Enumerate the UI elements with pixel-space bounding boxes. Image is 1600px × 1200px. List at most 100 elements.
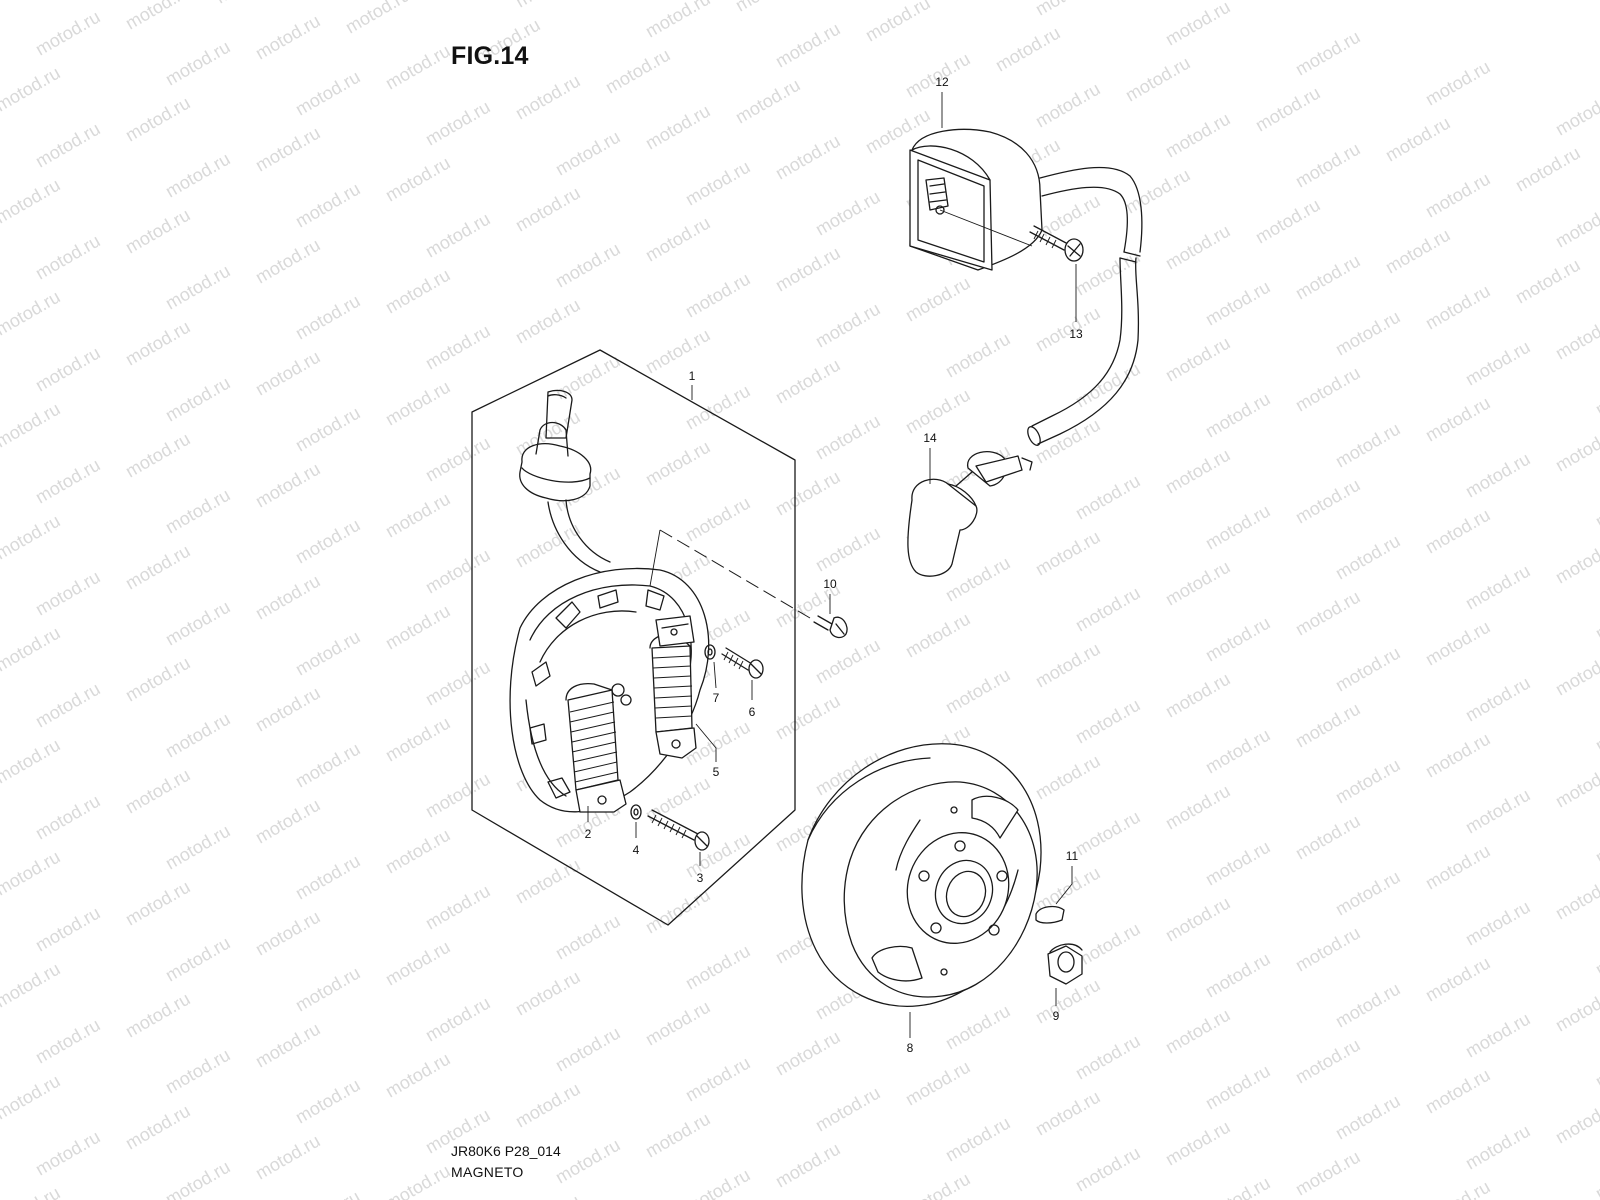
watermark-text: motod.ru (422, 881, 494, 934)
watermark-text: motod.ru (1032, 303, 1104, 356)
watermark-text: motod.ru (682, 381, 754, 434)
watermark-text: motod.ru (642, 773, 714, 826)
watermark-text: motod.ru (0, 735, 64, 788)
figure-code: JR80K6 P28_014 (451, 1143, 561, 1159)
watermark-text: motod.ru (0, 175, 64, 228)
watermark-text: motod.ru (162, 149, 234, 202)
watermark-text: motod.ru (122, 317, 194, 370)
watermark-text: motod.ru (292, 291, 364, 344)
watermark-text: motod.ru (32, 903, 104, 956)
watermark-text: motod.ru (1512, 143, 1584, 196)
watermark-text: motod.ru (162, 933, 234, 986)
watermark-text: motod.ru (1462, 337, 1534, 390)
watermark-text: motod.ru (252, 571, 324, 624)
watermark-text: motod.ru (252, 1131, 324, 1184)
watermark-text: motod.ru (1162, 1005, 1234, 1058)
watermark-text: motod.ru (422, 993, 494, 1046)
watermark-text: motod.ru (1032, 527, 1104, 580)
watermark-text: motod.ru (0, 287, 64, 340)
watermark-text: motod.ru (642, 213, 714, 266)
watermark-text: motod.ru (1422, 281, 1494, 334)
watermark-text: motod.ru (602, 45, 674, 98)
watermark-text: motod.ru (382, 713, 454, 766)
key-11 (1035, 866, 1073, 924)
watermark-text: motod.ru (1202, 1061, 1274, 1114)
watermark-text: motod.ru (1552, 423, 1600, 476)
watermark-text: motod.ru (1592, 479, 1600, 532)
watermark-text: motod.ru (1162, 893, 1234, 946)
watermark-text: motod.ru (642, 325, 714, 378)
watermark-text: motod.ru (32, 455, 104, 508)
watermark-text: motod.ru (1422, 1065, 1494, 1118)
watermark-text: motod.ru (422, 209, 494, 262)
flywheel-rotor (801, 743, 1042, 1038)
watermark-text: motod.ru (1422, 57, 1494, 110)
watermark-text: motod.ru (252, 459, 324, 512)
watermark-text: motod.ru (0, 399, 64, 452)
watermark-text: motod.ru (1072, 807, 1144, 860)
watermark-text: motod.ru (1292, 139, 1364, 192)
watermark-text: motod.ru (682, 493, 754, 546)
watermark-text: motod.ru (1422, 841, 1494, 894)
watermark-text: motod.ru (162, 821, 234, 874)
watermark-text: motod.ru (1462, 1121, 1534, 1174)
watermark-text: motod.ru (942, 329, 1014, 382)
figure-title: FIG.14 (451, 42, 529, 70)
watermark-text: motod.ru (1592, 927, 1600, 980)
watermark-text: motod.ru (902, 1169, 974, 1200)
watermark-text: motod.ru (1552, 87, 1600, 140)
watermark-text: motod.ru (512, 295, 584, 348)
watermark-text: motod.ru (1592, 815, 1600, 868)
watermark-text: motod.ru (252, 347, 324, 400)
watermark-text: motod.ru (32, 1127, 104, 1180)
watermark-text: motod.ru (162, 1045, 234, 1098)
watermark-text: motod.ru (1512, 255, 1584, 308)
watermark-text: motod.ru (1292, 1035, 1364, 1088)
watermark-text: motod.ru (292, 627, 364, 680)
watermark-text: motod.ru (1552, 759, 1600, 812)
watermark-text: motod.ru (0, 1183, 64, 1200)
callout-9: 9 (1053, 1009, 1060, 1023)
callout-5: 5 (713, 765, 720, 779)
watermark-text: motod.ru (1202, 837, 1274, 890)
watermark-text: motod.ru (1202, 613, 1274, 666)
watermark-text: motod.ru (122, 0, 194, 33)
watermark-text: motod.ru (772, 19, 844, 72)
watermark-text: motod.ru (292, 179, 364, 232)
watermark-text: motod.ru (382, 265, 454, 318)
ignition-coil (909, 92, 1143, 446)
watermark-text: motod.ru (292, 1075, 364, 1128)
watermark-text: motod.ru (292, 739, 364, 792)
watermark-text: motod.ru (642, 101, 714, 154)
watermark-text: motod.ru (512, 855, 584, 908)
watermark-text: motod.ru (252, 683, 324, 736)
watermark-text: motod.ru (1422, 953, 1494, 1006)
watermark-text: motod.ru (1162, 781, 1234, 834)
watermark-text: motod.ru (422, 433, 494, 486)
watermark-text: motod.ru (1202, 949, 1274, 1002)
watermark-text: motod.ru (422, 769, 494, 822)
watermark-text: motod.ru (1292, 699, 1364, 752)
watermark-text: motod.ru (1202, 1173, 1274, 1200)
watermark-text: motod.ru (772, 1139, 844, 1192)
watermark-text: motod.ru (1422, 393, 1494, 446)
watermark-text: motod.ru (812, 523, 884, 576)
callout-1: 1 (689, 369, 696, 383)
watermark-text: motod.ru (1332, 419, 1404, 472)
watermark-text: motod.ru (1592, 1039, 1600, 1092)
watermark-text: motod.ru (1552, 1095, 1600, 1148)
watermark-text: motod.ru (1592, 703, 1600, 756)
screw-10 (813, 594, 848, 639)
watermark-text: motod.ru (382, 41, 454, 94)
watermark-text: motod.ru (732, 75, 804, 128)
watermark-text: motod.ru (1162, 221, 1234, 274)
callout-10: 10 (823, 577, 837, 591)
watermark-text: motod.ru (422, 321, 494, 374)
watermark-text: motod.ru (732, 0, 804, 15)
watermark-text: motod.ru (1032, 0, 1104, 19)
watermark-text: motod.ru (1072, 471, 1144, 524)
watermark-text: motod.ru (252, 1019, 324, 1072)
watermark-text: motod.ru (902, 1057, 974, 1110)
watermark-text: motod.ru (1162, 445, 1234, 498)
spark-plug-cap (907, 448, 1033, 577)
